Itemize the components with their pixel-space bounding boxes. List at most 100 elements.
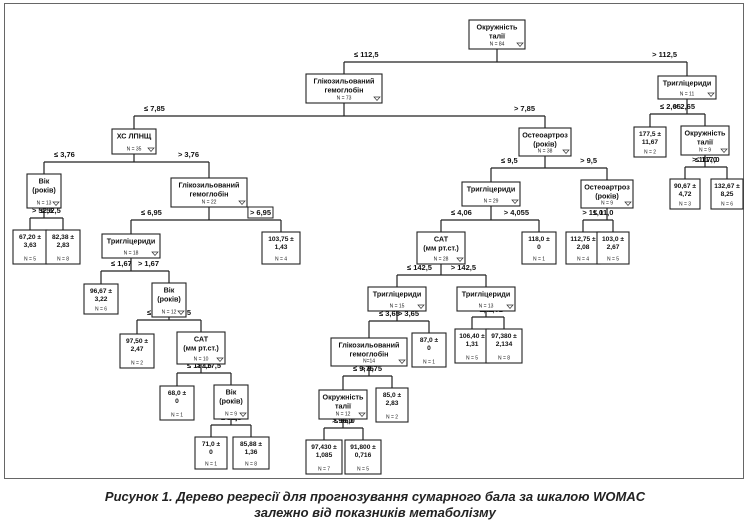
node-box: [119, 333, 155, 369]
node-box: [305, 73, 383, 104]
node-box: [521, 231, 557, 265]
node-label: 96,67 ±: [90, 288, 112, 295]
caption-line-1: Рисунок 1. Дерево регресії для прогнозув…: [104, 489, 646, 504]
node-box: [101, 233, 161, 259]
node-count: N = 6: [721, 202, 733, 208]
collapse-arrow-icon: [398, 359, 406, 365]
edge-label: > 1,67: [138, 259, 159, 268]
node-count: N = 1: [171, 413, 183, 419]
node-count: N = 8: [57, 257, 69, 263]
collapse-arrow-icon: [52, 201, 60, 207]
collapse-arrow-icon: [516, 42, 524, 48]
node-box: [330, 337, 408, 367]
edge-label: > 7,85: [514, 104, 535, 113]
edge-label: ≤ 9,75: [353, 364, 374, 373]
node-label: Глікозильований: [314, 77, 375, 86]
collapse-arrow-icon: [147, 147, 155, 153]
edge-label: ≤ 142,5: [407, 263, 432, 272]
node-label: 97,430 ±: [311, 444, 337, 451]
node-label: талії: [335, 401, 352, 410]
node-label: 0: [175, 398, 179, 405]
node-label: (років): [157, 294, 181, 303]
node-label: Окружність: [477, 23, 519, 32]
edge-label: > 142,5: [451, 263, 476, 272]
edge-label-box: [247, 206, 274, 219]
edge-label: > 117,5: [196, 361, 221, 370]
node-box: [375, 387, 409, 423]
node-box: [580, 179, 634, 209]
node-label: (мм рт.ст.): [423, 243, 459, 252]
node-label: 97,50 ±: [126, 338, 148, 345]
node-box: [344, 439, 382, 475]
split-node-age1: Вік(років)N = 13: [26, 173, 62, 209]
edge-label: ≤ 6,95: [141, 208, 162, 217]
collapse-arrow-icon: [511, 199, 519, 205]
node-box: [159, 385, 195, 421]
node-label: 103,75 ±: [268, 236, 294, 243]
node-count: N = 73: [337, 96, 352, 102]
edge-label: ≤ 117,0: [695, 155, 720, 164]
node-count: N = 8: [245, 462, 257, 468]
node-label: Тригліцериди: [373, 290, 422, 299]
node-label: (років): [595, 191, 619, 200]
leaf-node-leaf-age3-high: 85,88 ±1,36N = 8: [232, 436, 270, 470]
node-count: N = 4: [577, 257, 589, 263]
node-label: 97,380 ±: [491, 333, 517, 340]
node-count: N = 9: [699, 148, 711, 154]
leaf-node-leaf-hb2-high: 103,75 ±1,43N = 4: [261, 231, 301, 265]
node-count: N = 1: [423, 360, 435, 366]
node-count: N = 38: [538, 149, 553, 155]
node-label: (років): [533, 139, 557, 148]
node-label: 132,67 ±: [714, 183, 740, 190]
split-node-sbp: САТ(мм рт.ст.)N = 28: [416, 231, 466, 265]
leaf-node-leaf-oa2-high: 103,0 ±2,67N = 5: [596, 231, 630, 265]
node-count: N = 13: [37, 201, 52, 207]
node-label: 0: [209, 449, 213, 456]
node-label: 2,134: [496, 341, 513, 348]
node-label: (років): [219, 396, 243, 405]
node-label: 2,83: [386, 400, 399, 407]
node-label: Тригліцериди: [663, 79, 712, 88]
node-label: 3,22: [95, 296, 108, 303]
leaf-node-leaf-age2-low: 97,50 ±2,47N = 2: [119, 333, 155, 369]
edge-label: ≤ 4,06: [451, 208, 472, 217]
split-node-age3: Вік(років)N = 9: [213, 384, 249, 420]
edge-label: > 9,75: [361, 364, 382, 373]
edge-label: ≤ 3,76: [54, 150, 75, 159]
node-label: 106,40 ±: [459, 333, 485, 340]
leaf-node-leaf-age3-low: 71,0 ±0N = 1: [194, 436, 228, 470]
node-count: N = 7: [318, 467, 330, 473]
node-label: Тригліцериди: [462, 290, 511, 299]
collapse-arrow-icon: [358, 412, 366, 418]
node-label: 112,75 ±: [570, 236, 596, 243]
leaf-node-leaf-w-high: 132,67 ±8,25N = 6: [710, 178, 744, 210]
figure-caption: Рисунок 1. Дерево регресії для прогнозув…: [0, 489, 750, 521]
edge-label: ≤ 1,67: [111, 259, 132, 268]
edge-label: > 4,055: [504, 208, 529, 217]
node-label: Вік: [39, 177, 50, 186]
edge-label: ≤ 11,0: [593, 208, 613, 217]
collapse-arrow-icon: [417, 304, 425, 310]
node-count: N = 22: [202, 200, 217, 206]
node-label: Глікозильований: [339, 341, 400, 350]
node-label: 85,0 ±: [383, 392, 402, 399]
node-count: N = 2: [386, 415, 398, 421]
collapse-arrow-icon: [373, 96, 381, 102]
node-label: талії: [489, 31, 506, 40]
collapse-arrow-icon: [562, 149, 570, 155]
node-count: N = 13: [479, 304, 494, 310]
edge-label: > 6,95: [250, 208, 271, 217]
node-box: [416, 231, 466, 265]
node-label: Окружність: [685, 129, 727, 138]
node-label: гемоглобін: [190, 189, 229, 198]
node-label: Остеоартроз: [522, 131, 568, 140]
node-count: N = 5: [24, 257, 36, 263]
node-box: [213, 384, 249, 420]
split-node-oa: Остеоартроз(років)N = 38: [518, 127, 572, 157]
